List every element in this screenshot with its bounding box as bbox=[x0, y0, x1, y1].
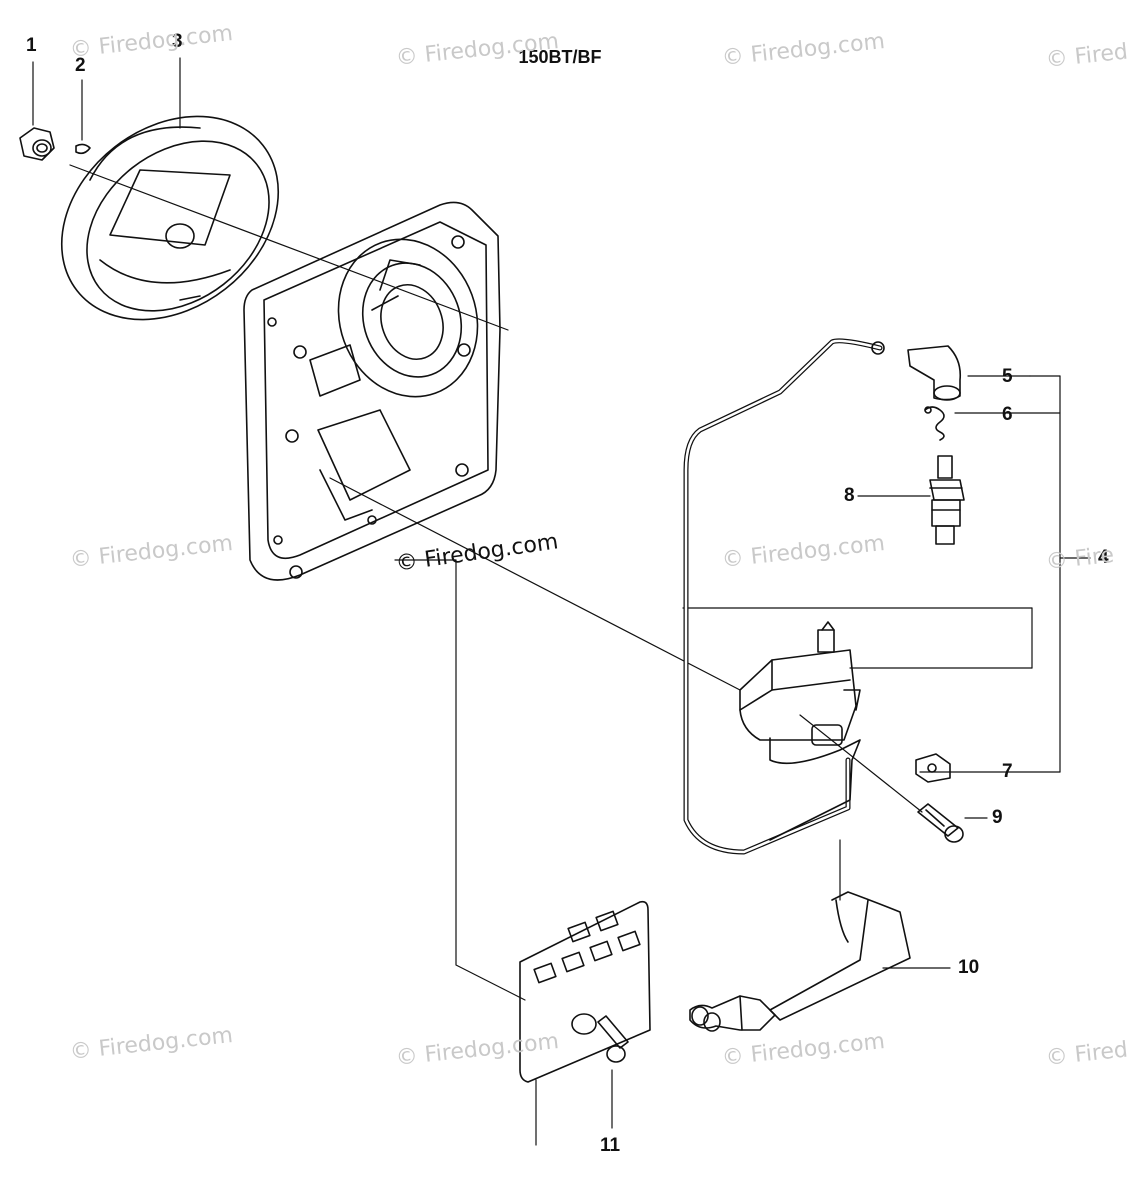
spark-plug-cap bbox=[907, 345, 962, 401]
callout-5: 5 bbox=[1002, 366, 1013, 387]
spark-plug bbox=[929, 455, 965, 545]
callout-3: 3 bbox=[172, 31, 183, 52]
callout-7: 7 bbox=[1002, 761, 1013, 782]
callout-8: 8 bbox=[844, 485, 855, 506]
ignition-coil bbox=[739, 621, 861, 841]
crankcase-housing bbox=[243, 201, 501, 581]
flywheel-nut bbox=[19, 127, 55, 161]
cover-plate bbox=[519, 900, 651, 1083]
page-title: 150BT/BF bbox=[518, 47, 602, 67]
coil-clip bbox=[915, 753, 951, 783]
callout-4: 4 bbox=[1098, 547, 1109, 568]
callout-10: 10 bbox=[958, 957, 980, 978]
leader-lines bbox=[32, 57, 1091, 1146]
spring bbox=[924, 406, 945, 441]
callout-9: 9 bbox=[992, 807, 1003, 828]
flywheel bbox=[60, 115, 280, 321]
callout-1: 1 bbox=[26, 35, 37, 56]
ignition-lead bbox=[683, 338, 885, 855]
callout-6: 6 bbox=[1002, 404, 1013, 425]
woodruff-key bbox=[75, 143, 91, 155]
short-circuit-cable bbox=[689, 891, 911, 1032]
cover-screw bbox=[597, 1015, 629, 1063]
coil-screw bbox=[917, 803, 964, 843]
callout-11: 11 bbox=[600, 1135, 621, 1156]
callout-2: 2 bbox=[75, 55, 86, 76]
